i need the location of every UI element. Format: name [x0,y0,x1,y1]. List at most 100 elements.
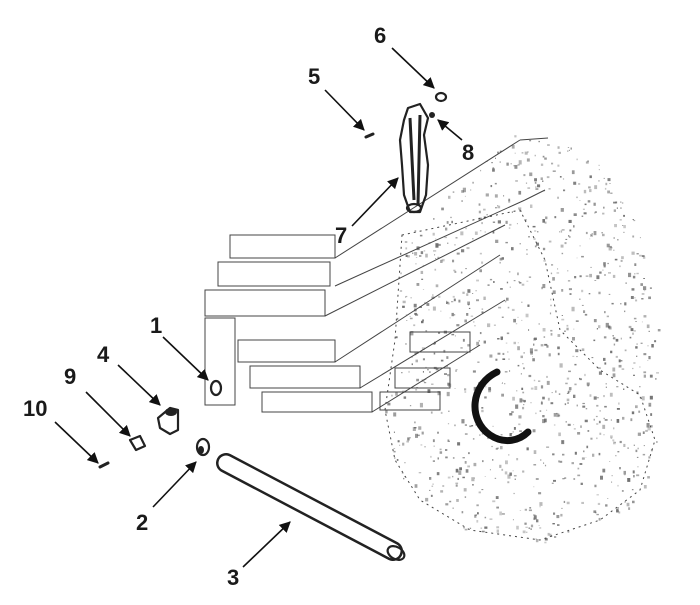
engine-speck [608,325,611,329]
engine-speck [542,396,545,400]
engine-speck [557,352,560,356]
engine-speck [584,203,587,206]
engine-speck [511,308,515,311]
engine-speck [445,503,449,506]
engine-speck [413,303,417,308]
engine-speck [474,515,476,517]
engine-speck [433,250,437,252]
engine-speck [480,169,482,172]
engine-speck [612,338,614,339]
engine-speck [593,231,597,236]
engine-speck [526,447,529,451]
engine-speck [469,425,472,428]
engine-speck [516,223,518,225]
engine-speck [612,367,616,372]
engine-speck [535,186,537,188]
engine-speck [548,188,551,190]
engine-speck [455,482,459,484]
grommet-body [195,437,211,457]
engine-speck [608,293,611,295]
engine-speck [461,511,464,514]
engine-speck [497,352,501,355]
engine-speck [630,418,633,422]
engine-speck [516,525,519,530]
engine-speck [573,394,576,398]
engine-speck [410,297,412,299]
engine-speck [624,349,627,352]
engine-speck [420,270,424,274]
engine-speck [540,344,544,347]
engine-speck [453,269,456,272]
engine-speck [627,447,629,449]
engine-speck [532,358,535,362]
engine-speck [421,431,424,435]
engine-speck [509,413,513,416]
engine-speck [619,265,621,268]
engine-speck [573,181,577,185]
engine-speck [427,389,431,393]
engine-speck [563,500,566,503]
engine-speck [525,526,528,528]
engine-speck [535,188,539,190]
engine-speck [603,206,605,209]
engine-speck [501,257,504,260]
engine-speck [511,247,514,251]
engine-speck [563,189,566,192]
engine-speck [596,404,599,407]
engine-speck [604,362,607,365]
engine-speck [566,393,569,394]
engine-speck [411,363,413,366]
engine-speck [559,363,563,368]
engine-speck [517,342,519,344]
engine-speck [567,270,569,272]
engine-speck [551,264,554,266]
engine-speck [468,307,471,309]
engine-speck [437,256,440,259]
engine-speck [385,410,388,414]
engine-speck [405,314,408,316]
engine-speck [464,388,467,391]
tube-body-inner [218,455,401,559]
engine-speck [518,207,522,210]
engine-speck [611,481,613,483]
engine-speck [451,312,454,317]
engine-speck [641,255,645,257]
engine-speck [534,245,537,248]
engine-speck [573,478,576,480]
engine-speck [505,460,508,465]
engine-speck [566,327,569,331]
engine-speck [623,388,625,390]
engine-speck [596,513,599,516]
engine-speck [543,336,546,338]
engine-speck [467,465,470,468]
engine-speck [561,441,564,443]
engine-speck [635,449,638,453]
engine-speck [518,281,521,283]
engine-speck [408,370,410,373]
engine-speck [623,470,626,475]
engine-speck [528,329,530,331]
engine-speck [544,343,548,346]
engine-speck [519,398,523,403]
engine-speck [421,320,424,324]
engine-speck [568,149,570,151]
engine-speck [396,459,399,461]
engine-speck [481,308,484,310]
engine-speck [405,295,408,298]
engine-speck [399,290,403,292]
engine-speck [466,350,468,351]
engine-speck [475,290,477,292]
engine-speck [472,484,474,486]
engine-speck [526,249,528,251]
engine-speck [564,330,566,332]
engine-speck [593,319,597,323]
engine-speck [406,255,408,256]
engine-speck [470,315,474,317]
engine-speck [648,296,651,300]
engine-speck [550,402,554,405]
engine-speck [514,135,517,138]
engine-speck [504,471,508,475]
engine-speck [487,323,491,328]
engine-speck [608,245,612,251]
engine-speck [621,202,624,204]
